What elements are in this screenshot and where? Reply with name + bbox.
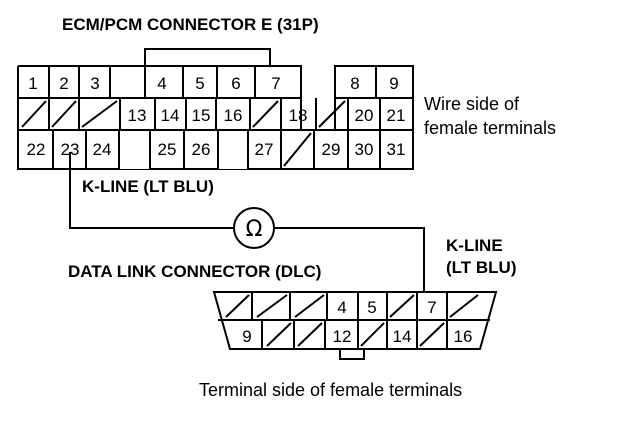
ecm-pin-label: 2	[59, 74, 68, 93]
ecm-pin-label: 15	[192, 106, 211, 125]
empty-terminal-slash	[449, 294, 479, 318]
ecm-wire-side-note: Wire side of	[424, 94, 520, 114]
ecm-pin-label: 31	[387, 140, 406, 159]
dlc-connector	[212, 291, 498, 360]
ecm-pin-label: 8	[350, 74, 359, 93]
ohm-symbol: Ω	[246, 217, 263, 242]
empty-terminal-slash	[297, 322, 323, 347]
ecm-pin-label: 20	[355, 106, 374, 125]
empty-terminal-slash	[318, 100, 346, 128]
ecm-wire-side-note: female terminals	[424, 118, 556, 138]
ohmmeter: Ω	[233, 207, 275, 249]
ecm-connector	[17, 48, 414, 170]
dlc-title: DATA LINK CONNECTOR (DLC)	[68, 262, 321, 281]
ecm-pin-label: 18	[289, 106, 308, 125]
dlc-pin-label: 7	[427, 298, 436, 317]
ecm-pin-label: 22	[27, 140, 46, 159]
empty-terminal-slash	[256, 294, 288, 318]
ecm-pin-label: 16	[224, 106, 243, 125]
ecm-pin-label: 13	[128, 106, 147, 125]
dlc-terminal-side-note: Terminal side of female terminals	[199, 380, 462, 400]
empty-terminal-slash	[252, 100, 279, 128]
empty-terminal-slash	[389, 294, 415, 318]
ecm-pin-label: 5	[195, 74, 204, 93]
ecm-pin-label: 6	[231, 74, 240, 93]
empty-terminal-slash	[81, 100, 118, 128]
ecm-pin-labels: 1 2 3 4 5 6 7 8 9 13 14 15 16 18 20 21 2…	[27, 74, 406, 159]
empty-terminal-slash	[294, 294, 325, 318]
ecm-pin-label: 9	[389, 74, 398, 93]
ecm-pin-label: 1	[28, 74, 37, 93]
empty-terminal-slash	[419, 322, 445, 347]
empty-terminal-slash	[21, 100, 47, 128]
k-line-label-ecm: K-LINE (LT BLU)	[82, 177, 214, 196]
test-wire	[69, 152, 425, 297]
ecm-pin-label: 7	[271, 74, 280, 93]
ecm-pin-label: 24	[93, 140, 112, 159]
ecm-pin-label: 23	[61, 140, 80, 159]
dlc-pin-label: 12	[333, 327, 352, 346]
dlc-pin-label: 4	[337, 298, 346, 317]
ecm-pin-label: 27	[255, 140, 274, 159]
empty-terminal-slash	[51, 100, 77, 128]
ecm-pin-label: 14	[161, 106, 180, 125]
ecm-connector-title: ECM/PCM CONNECTOR E (31P)	[62, 15, 319, 34]
empty-terminal-slash	[283, 132, 312, 167]
ecm-pin-label: 4	[157, 74, 166, 93]
ecm-pin-label: 30	[355, 140, 374, 159]
k-line-label-dlc: K-LINE	[446, 236, 503, 255]
dlc-pin-label: 14	[393, 327, 412, 346]
ecm-pin-label: 26	[192, 140, 211, 159]
k-line-label-dlc: (LT BLU)	[446, 258, 517, 277]
dlc-pin-labels: 4 5 7 9 12 14 16	[242, 298, 472, 346]
dlc-pin-label: 9	[242, 327, 251, 346]
ohmmeter-symbol-circle	[233, 207, 275, 249]
ecm-pin-label: 3	[90, 74, 99, 93]
dlc-pin-label: 5	[367, 298, 376, 317]
ecm-pin-label: 21	[387, 106, 406, 125]
empty-terminal-slash	[266, 322, 292, 347]
ecm-pin-label: 29	[322, 140, 341, 159]
ecm-pin-label: 25	[158, 140, 177, 159]
empty-terminal-slash	[360, 322, 385, 347]
dlc-pin-label: 16	[454, 327, 473, 346]
empty-terminal-slash	[225, 294, 250, 318]
